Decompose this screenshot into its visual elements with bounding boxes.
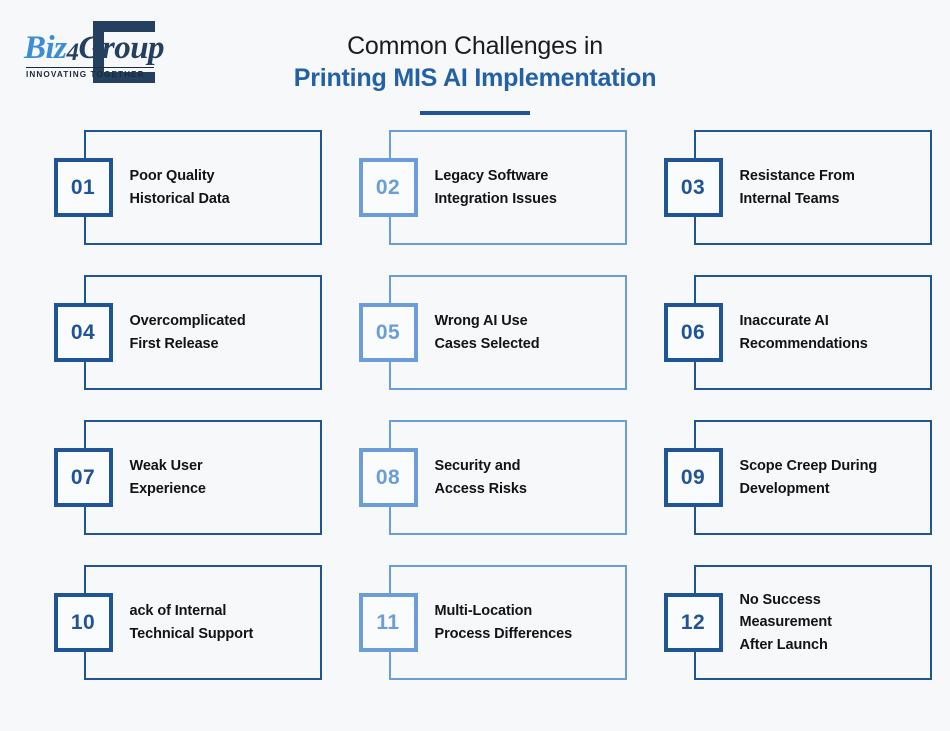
challenge-text-line: First Release [129,335,219,352]
challenge-number-box: 07 [53,448,113,507]
challenge-number-label: 05 [375,320,401,344]
challenge-text-line: Overcomplicated [129,313,246,330]
challenge-number-label: 12 [680,610,706,634]
challenge-number-label: 07 [70,465,96,489]
logo-word-biz: Biz [24,30,67,66]
challenge-text-line: Experience [129,480,206,497]
challenge-text-line: Poor Quality [129,168,215,185]
logo-tagline: INNOVATING TOGETHER [26,70,145,79]
challenge-number-box: 05 [358,303,418,362]
challenge-number-box: 04 [53,303,113,362]
challenge-number-box: 06 [663,303,723,362]
challenge-text-line: Cases Selected [434,335,540,352]
challenge-text-line: Internal Teams [739,190,840,207]
challenge-number-box: 10 [53,593,113,652]
challenge-number-label: 04 [70,320,96,344]
challenge-text-line: ack of Internal [129,603,227,620]
challenge-text-line: Wrong AI Use [434,313,528,330]
challenge-number-box: 12 [663,593,723,652]
challenge-text: Inaccurate AI Recommendations [740,275,930,390]
challenge-text-line: Legacy Software [434,168,549,185]
challenge-text-line: Development [739,480,830,497]
challenge-number-label: 08 [375,465,401,489]
challenge-text-line: Technical Support [129,625,254,642]
challenge-number-label: 02 [375,175,401,199]
challenge-text-line: Weak User [129,458,203,475]
logo-word-four: 4 [66,39,80,66]
page-title-line2: Printing MIS AI Implementation [293,64,657,92]
challenge-card-06[interactable]: 06 Inaccurate AI Recommendations [628,275,933,392]
challenge-text-line: Security and [434,458,521,475]
challenge-text-line: Integration Issues [434,190,557,207]
logo-bracket-notch [104,32,155,72]
logo-wordmark: Biz4Group [24,30,165,67]
logo-tagline-rule [26,67,154,68]
logo-word-group: Group [78,30,165,66]
challenge-number-box: 11 [358,593,418,652]
challenge-number-label: 03 [680,175,706,199]
challenge-number-box: 09 [663,448,723,507]
title-underline-rule [420,111,530,115]
challenge-number-box: 02 [358,158,418,217]
challenge-text-line: Resistance From [739,168,855,185]
challenge-number-box: 01 [53,158,113,217]
challenge-text-line: Multi-Location [434,603,533,620]
challenge-text-line: Process Differences [434,625,573,642]
challenge-text-line: Access Risks [434,480,527,497]
page-header: Biz4Group INNOVATING TOGETHER Common Cha… [0,0,950,130]
page-title-line1: Common Challenges in [347,32,603,60]
challenge-text-line: Scope Creep During [739,458,878,475]
challenge-text-line: Inaccurate AI [739,313,829,330]
challenge-number-box: 03 [663,158,723,217]
challenge-number-box: 08 [358,448,418,507]
challenge-text-line: Measurement [739,614,832,631]
challenge-number-label: 10 [70,610,96,634]
challenge-text-line: Historical Data [129,190,230,207]
biz4group-logo: Biz4Group INNOVATING TOGETHER [18,18,178,90]
page-title: Common Challenges in Printing MIS AI Imp… [0,30,950,115]
challenge-number-label: 06 [680,320,706,344]
challenge-number-label: 01 [70,175,96,199]
challenge-text-line: After Launch [739,636,828,653]
challenge-number-label: 09 [680,465,706,489]
challenge-number-label: 11 [376,610,400,634]
challenge-text-line: No Success [739,592,821,609]
challenge-text-line: Recommendations [739,335,868,352]
